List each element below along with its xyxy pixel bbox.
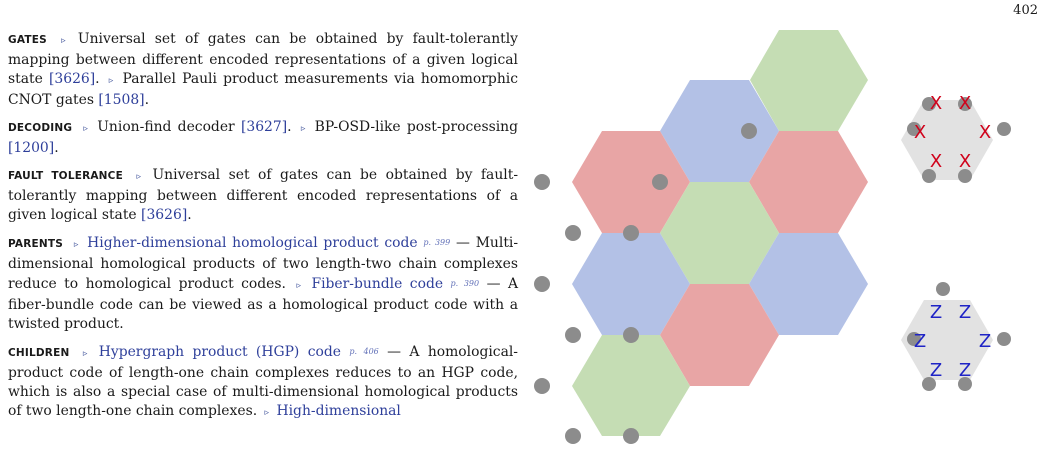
triangle-bullet-icon: ▹ xyxy=(82,349,88,359)
triangle-bullet-icon: ▹ xyxy=(108,76,114,86)
qubit-dot xyxy=(922,97,936,111)
qubit-dot xyxy=(997,122,1011,136)
qubit-dot xyxy=(534,174,550,190)
fault-tolerance-text-end: . xyxy=(187,207,192,223)
hexagon-blue xyxy=(660,80,779,182)
triangle-bullet-icon: ▹ xyxy=(296,281,301,291)
code-lattice-figure: X X X X X X Z Z Z Z Z xyxy=(530,28,1050,457)
gates-text-1: Universal set of gates can be obtained b… xyxy=(8,31,519,87)
pauli-z-label: Z xyxy=(959,360,971,381)
text-column: GATES ▹ Universal set of gates can be ob… xyxy=(8,30,518,431)
page-reference[interactable]: p. 406 xyxy=(349,347,379,356)
hexagon-red xyxy=(749,131,868,233)
qubit-dot xyxy=(958,377,972,391)
hypergraph-product-code-link[interactable]: Hypergraph product (HGP) code xyxy=(98,344,341,360)
pauli-z-label: Z xyxy=(959,302,971,323)
pauli-x-label: X xyxy=(930,151,942,172)
decoding-text-2: BP-OSD-like post-processing xyxy=(314,119,518,135)
triangle-bullet-icon: ▹ xyxy=(300,124,306,134)
pauli-x-label: X xyxy=(959,151,971,172)
hexagon-green xyxy=(750,30,868,131)
decoding-text-1: Union-find decoder xyxy=(97,119,235,135)
qubit-dot xyxy=(907,122,921,136)
pauli-z-label: Z xyxy=(979,331,991,352)
qubit-dot xyxy=(534,276,550,292)
triangle-bullet-icon: ▹ xyxy=(83,124,88,134)
qubit-dot xyxy=(623,225,639,241)
hexagon-red xyxy=(572,131,690,233)
qubit-dot xyxy=(565,225,581,241)
fault-tolerance-text: Universal set of gates can be obtained b… xyxy=(8,167,519,223)
qubit-dot xyxy=(565,327,581,343)
parents-text-1: — Multi-dimensional homological products… xyxy=(8,235,519,292)
hexagon-green xyxy=(660,182,779,284)
parents-heading: PARENTS xyxy=(8,238,64,250)
parents-paragraph: PARENTS ▹ Higher-dimensional homological… xyxy=(8,233,518,334)
qubit-dot xyxy=(922,377,936,391)
decoding-paragraph: DECODING ▹ Union-find decoder [3627]. ▹ … xyxy=(8,118,518,158)
z-stabilizer-diagram: Z Z Z Z Z Z xyxy=(901,282,1011,391)
decoding-heading: DECODING xyxy=(8,122,73,134)
gates-paragraph: GATES ▹ Universal set of gates can be ob… xyxy=(8,30,518,110)
citation-link[interactable]: [1508] xyxy=(98,92,145,108)
page-reference[interactable]: p. 399 xyxy=(423,238,451,247)
hexagon-green xyxy=(572,335,690,436)
triangle-bullet-icon: ▹ xyxy=(264,408,270,418)
x-stabilizer-diagram: X X X X X X xyxy=(901,93,1011,183)
citation-link[interactable]: [3626] xyxy=(48,71,96,87)
qubit-dot xyxy=(907,332,921,346)
pauli-z-label: Z xyxy=(914,331,926,352)
qubit-dot xyxy=(565,428,581,444)
triangle-bullet-icon: ▹ xyxy=(73,240,79,250)
qubit-dot xyxy=(534,378,550,394)
page-reference[interactable]: p. 390 xyxy=(450,279,480,288)
pauli-x-label: X xyxy=(979,122,991,143)
qubit-dot xyxy=(958,97,972,111)
citation-link[interactable]: [1200] xyxy=(8,140,55,156)
gates-text-2: Parallel Pauli product measurements via … xyxy=(8,71,518,108)
triangle-bullet-icon: ▹ xyxy=(136,172,141,182)
qubit-dot xyxy=(741,123,757,139)
qubit-dot xyxy=(936,282,950,296)
pauli-z-label: Z xyxy=(930,360,942,381)
children-paragraph: CHILDREN ▹ Hypergraph product (HGP) code… xyxy=(8,342,518,423)
gates-text-1-end: . xyxy=(95,71,100,87)
gates-heading: GATES xyxy=(8,34,47,46)
hexagon-red xyxy=(660,284,779,386)
pauli-x-label: X xyxy=(930,93,942,114)
hexagon-blue xyxy=(749,233,868,335)
parents-text-2: — A fiber-bundle code can be viewed as a… xyxy=(8,276,518,332)
stabilizer-hexagon xyxy=(901,100,993,180)
page-number: 402 xyxy=(1013,3,1038,18)
hexagon-blue xyxy=(572,233,690,335)
fault-tolerance-heading: FAULT TOLERANCE xyxy=(8,170,123,182)
decoding-text-2-end: . xyxy=(54,140,59,156)
qubit-dot xyxy=(922,169,936,183)
qubit-dot xyxy=(958,169,972,183)
qubit-dot xyxy=(623,428,639,444)
pauli-x-label: X xyxy=(914,122,926,143)
lattice-svg: X X X X X X Z Z Z Z Z xyxy=(534,30,1011,444)
fault-tolerance-paragraph: FAULT TOLERANCE ▹ Universal set of gates… xyxy=(8,166,518,225)
gates-text-2-end: . xyxy=(144,92,150,108)
high-dimensional-link[interactable]: High-dimensional xyxy=(276,403,401,419)
qubit-dot xyxy=(997,332,1011,346)
citation-link[interactable]: [3626] xyxy=(141,207,188,223)
qubit-dot xyxy=(652,174,668,190)
higher-dimensional-hp-code-link[interactable]: Higher-dimensional homological product c… xyxy=(87,235,418,251)
children-heading: CHILDREN xyxy=(8,347,70,359)
decoding-text-1-end: . xyxy=(287,119,292,135)
children-text-1: — A homological-product code of length-o… xyxy=(8,344,518,419)
qubit-dot xyxy=(623,327,639,343)
fiber-bundle-code-link[interactable]: Fiber-bundle code xyxy=(311,276,444,292)
triangle-bullet-icon: ▹ xyxy=(61,36,66,46)
pauli-z-label: Z xyxy=(930,302,942,323)
pauli-x-label: X xyxy=(959,93,971,114)
stabilizer-hexagon xyxy=(901,300,993,380)
citation-link[interactable]: [3627] xyxy=(240,119,288,135)
